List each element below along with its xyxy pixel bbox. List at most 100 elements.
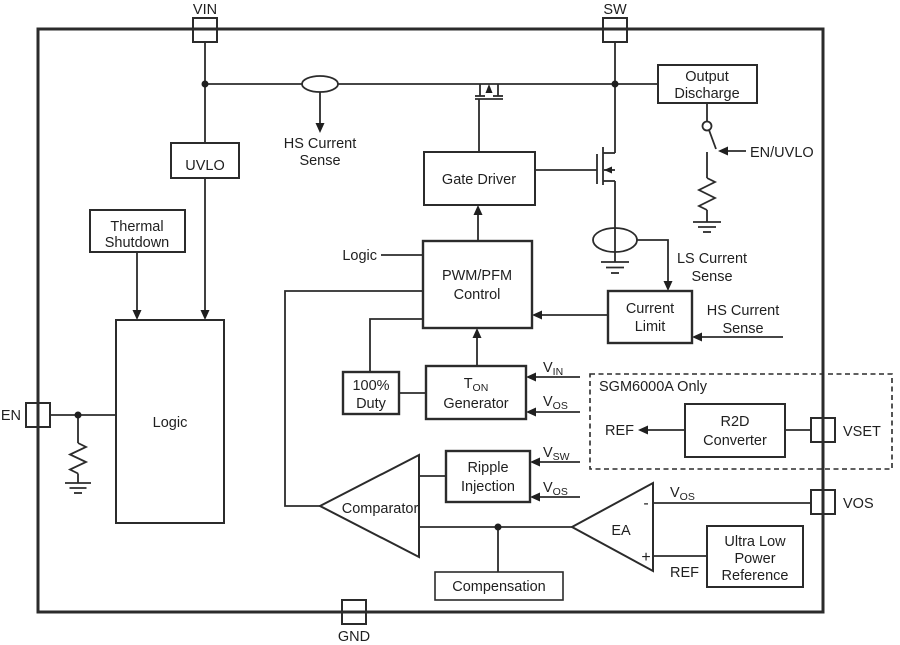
label-thermal: Thermal — [110, 219, 163, 235]
label-hs-current-top-2: Sense — [299, 153, 340, 169]
label-injection: Injection — [461, 479, 515, 495]
label-vin-signal: VIN — [543, 360, 563, 378]
arrow-left-icon — [530, 457, 540, 467]
block-100-duty — [341, 370, 401, 416]
label-ls-current-1: LS Current — [677, 251, 747, 267]
junction-dots — [74, 80, 619, 531]
junction-dot — [611, 80, 619, 88]
block-uvlo — [170, 142, 240, 179]
pin-label-sw: SW — [603, 2, 627, 18]
chip-boundary — [36, 27, 825, 614]
label-vos-ea-signal: VOS — [670, 485, 695, 503]
label-comparator: Comparator — [342, 501, 419, 517]
arrow-left-icon — [526, 372, 536, 382]
label-limit: Limit — [635, 319, 666, 335]
en-pulldown-resistor — [65, 442, 91, 494]
block-output-discharge — [657, 64, 758, 104]
pin-label-vos: VOS — [843, 496, 874, 512]
arrow-left-icon — [718, 146, 728, 156]
resistor-icon — [67, 442, 89, 475]
label-vsw-signal: VSW — [543, 445, 570, 463]
arrow-down-icon — [315, 123, 325, 133]
label-ref-ea: REF — [670, 565, 699, 581]
label-en-uvlo: EN/UVLO — [750, 145, 814, 161]
label-sgm6000a-only: SGM6000A Only — [599, 379, 708, 395]
labels: VIN SW EN GND VSET VOS UVLO Thermal Shut… — [1, 2, 881, 645]
junction-dot — [201, 80, 209, 88]
junction-dot — [74, 411, 82, 419]
label-shutdown: Shutdown — [105, 235, 170, 251]
arrow-down-icon — [663, 281, 673, 291]
ls-nmos-transistor — [535, 147, 615, 185]
label-logic-input: Logic — [342, 248, 377, 264]
arrow-left-icon — [638, 425, 648, 435]
label-hs-current-right-2: Sense — [722, 321, 763, 337]
label-duty: Duty — [356, 396, 387, 412]
ls-sense-ground — [601, 252, 629, 274]
label-ea: EA — [611, 523, 631, 539]
block-r2d-converter — [684, 403, 786, 458]
pmos-body-arrow-icon — [485, 84, 493, 93]
block-thermal-shutdown — [89, 209, 186, 253]
arrow-left-icon — [532, 310, 542, 320]
arrow-down-icon — [200, 310, 210, 320]
label-output: Output — [685, 69, 729, 85]
label-ton: TON — [464, 376, 489, 394]
block-pwm-pfm-control — [421, 239, 534, 330]
hs-current-sensor-icon — [301, 75, 339, 93]
block-logic — [115, 319, 225, 524]
label-uvlo: UVLO — [185, 158, 225, 174]
switch-blade-icon — [708, 129, 717, 150]
label-ultra-low: Ultra Low — [724, 534, 786, 550]
arrow-left-icon — [526, 407, 536, 417]
label-generator: Generator — [443, 396, 508, 412]
label-vos-ton-signal: VOS — [543, 394, 568, 412]
label-logic: Logic — [153, 415, 188, 431]
pin-label-en: EN — [1, 408, 21, 424]
pin-label-gnd: GND — [338, 629, 370, 645]
label-power: Power — [734, 551, 775, 567]
label-converter: Converter — [703, 433, 767, 449]
label-hs-current-right-1: HS Current — [707, 303, 780, 319]
block-current-limit — [606, 289, 694, 345]
junction-dot — [494, 523, 502, 531]
label-ea-minus: - — [643, 495, 648, 512]
label-ea-plus: + — [641, 549, 650, 566]
arrow-up-icon — [472, 328, 482, 338]
arrow-left-icon — [530, 492, 540, 502]
label-ref-r2d: REF — [605, 423, 634, 439]
nmos-body-arrow-icon — [604, 166, 612, 174]
block-ton-generator — [424, 364, 528, 421]
sgm6000a-only-region — [589, 373, 893, 470]
wire-comparator-pwm — [284, 290, 424, 507]
block-ripple-injection — [444, 449, 532, 504]
block-error-amplifier — [569, 481, 654, 573]
label-current: Current — [626, 301, 674, 317]
pin-label-vin: VIN — [193, 2, 217, 18]
label-reference: Reference — [722, 568, 789, 584]
arrow-left-icon — [692, 332, 702, 342]
blocks — [89, 64, 804, 601]
block-comparator — [317, 453, 420, 559]
label-vos-ripple-signal: VOS — [543, 480, 568, 498]
label-hs-current-top-1: HS Current — [284, 136, 357, 152]
label-ripple: Ripple — [467, 460, 508, 476]
switch-contact-icon — [701, 120, 713, 132]
label-100pct: 100% — [352, 378, 389, 394]
arrow-up-icon — [473, 205, 483, 215]
pin-label-vset: VSET — [843, 424, 881, 440]
wire-duty-pwm — [369, 318, 424, 372]
label-pwm-pfm: PWM/PFM — [442, 268, 512, 284]
label-ls-current-2: Sense — [691, 269, 732, 285]
discharge-path — [693, 120, 721, 233]
arrow-down-icon — [132, 310, 142, 320]
block-compensation — [434, 571, 564, 601]
wire-ls-climit — [637, 239, 669, 282]
block-ultra-low-power-reference — [706, 525, 804, 588]
hs-pmos-transistor — [475, 84, 503, 152]
block-gate-driver — [423, 151, 536, 206]
label-compensation: Compensation — [452, 579, 546, 595]
label-gate-driver: Gate Driver — [442, 172, 516, 188]
label-discharge: Discharge — [674, 86, 739, 102]
